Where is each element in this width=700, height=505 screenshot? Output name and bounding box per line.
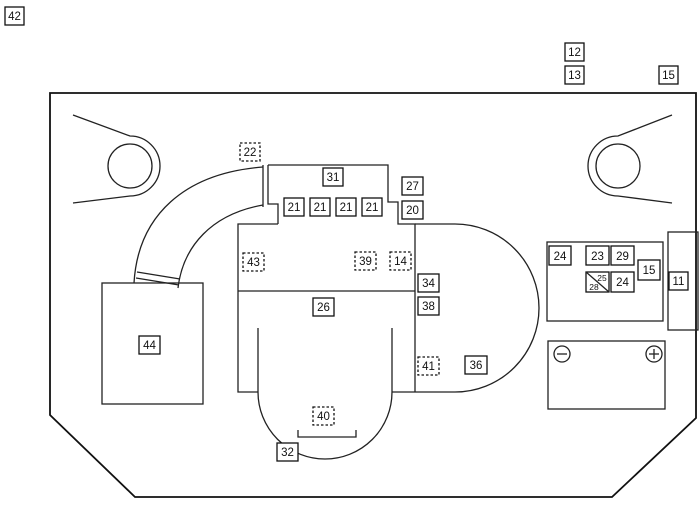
svg-text:26: 26 bbox=[317, 302, 330, 314]
callout-20[interactable]: 20 bbox=[401, 200, 424, 220]
right-mount bbox=[587, 114, 673, 204]
callout-21-b[interactable]: 21 bbox=[309, 197, 331, 217]
callout-24-a[interactable]: 24 bbox=[548, 245, 572, 266]
left-mount bbox=[72, 114, 161, 204]
svg-text:27: 27 bbox=[406, 181, 419, 193]
svg-text:21: 21 bbox=[366, 202, 379, 214]
fuse-box bbox=[546, 241, 664, 322]
callout-41[interactable]: 41 bbox=[417, 356, 440, 376]
svg-text:32: 32 bbox=[281, 447, 294, 459]
svg-text:34: 34 bbox=[422, 278, 435, 290]
rear-compartment bbox=[415, 223, 540, 393]
callout-43[interactable]: 43 bbox=[242, 252, 265, 272]
svg-text:43: 43 bbox=[247, 257, 260, 269]
callout-21-a[interactable]: 21 bbox=[283, 197, 305, 217]
svg-text:21: 21 bbox=[340, 202, 353, 214]
svg-text:21: 21 bbox=[314, 202, 327, 214]
callout-21-c[interactable]: 21 bbox=[335, 197, 357, 217]
svg-text:28: 28 bbox=[589, 282, 599, 292]
svg-text:36: 36 bbox=[470, 360, 483, 372]
battery bbox=[547, 340, 666, 410]
callout-38[interactable]: 38 bbox=[417, 296, 440, 316]
intake-duct bbox=[133, 165, 264, 289]
svg-text:38: 38 bbox=[422, 301, 435, 313]
side-panel bbox=[667, 231, 699, 331]
svg-text:23: 23 bbox=[591, 251, 604, 263]
svg-text:25: 25 bbox=[597, 273, 607, 283]
callout-44[interactable]: 44 bbox=[138, 335, 161, 355]
battery-negative-terminal-icon bbox=[553, 345, 571, 363]
svg-text:21: 21 bbox=[288, 202, 301, 214]
callout-12[interactable]: 12 bbox=[564, 42, 585, 62]
svg-text:22: 22 bbox=[244, 147, 257, 159]
callout-36[interactable]: 36 bbox=[464, 355, 488, 375]
central-module bbox=[237, 223, 415, 460]
callout-42[interactable]: 42 bbox=[4, 6, 25, 26]
svg-text:39: 39 bbox=[359, 256, 372, 268]
svg-text:24: 24 bbox=[616, 277, 629, 289]
svg-text:41: 41 bbox=[422, 361, 435, 373]
svg-text:24: 24 bbox=[554, 251, 567, 263]
svg-text:44: 44 bbox=[143, 340, 156, 352]
svg-text:29: 29 bbox=[616, 251, 629, 263]
air-filter-box bbox=[101, 282, 204, 405]
svg-text:40: 40 bbox=[317, 411, 330, 423]
compartment-outline bbox=[49, 92, 697, 498]
battery-positive-terminal-icon bbox=[645, 345, 663, 363]
callout-40[interactable]: 40 bbox=[312, 406, 335, 426]
callout-31[interactable]: 31 bbox=[322, 167, 344, 187]
callout-34[interactable]: 34 bbox=[417, 273, 440, 293]
svg-text:14: 14 bbox=[394, 256, 407, 268]
svg-text:13: 13 bbox=[568, 70, 581, 82]
callout-11[interactable]: 11 bbox=[668, 271, 689, 291]
callout-15[interactable]: 15 bbox=[658, 65, 679, 85]
svg-text:12: 12 bbox=[568, 47, 581, 59]
callout-14[interactable]: 14 bbox=[389, 251, 412, 271]
callout-27[interactable]: 27 bbox=[401, 176, 424, 196]
svg-text:42: 42 bbox=[8, 11, 21, 23]
callout-22[interactable]: 22 bbox=[239, 142, 261, 162]
callout-tags: 42 12 13 15 11 22 31 27 20 21 21 21 21 4… bbox=[4, 6, 689, 462]
callout-39[interactable]: 39 bbox=[354, 251, 377, 271]
callout-25-28[interactable]: 25 28 bbox=[585, 271, 610, 293]
callout-23[interactable]: 23 bbox=[585, 245, 610, 266]
callout-29[interactable]: 29 bbox=[610, 245, 635, 266]
callout-21-d[interactable]: 21 bbox=[361, 197, 383, 217]
callout-24-b[interactable]: 24 bbox=[610, 271, 635, 293]
svg-text:11: 11 bbox=[673, 276, 685, 288]
svg-text:20: 20 bbox=[406, 205, 419, 217]
svg-text:15: 15 bbox=[662, 70, 675, 82]
callout-32[interactable]: 32 bbox=[276, 442, 299, 462]
callout-15-fuse[interactable]: 15 bbox=[637, 259, 661, 281]
callout-26[interactable]: 26 bbox=[312, 297, 335, 317]
svg-text:31: 31 bbox=[327, 172, 340, 184]
svg-text:15: 15 bbox=[643, 265, 656, 277]
callout-13[interactable]: 13 bbox=[564, 65, 585, 85]
